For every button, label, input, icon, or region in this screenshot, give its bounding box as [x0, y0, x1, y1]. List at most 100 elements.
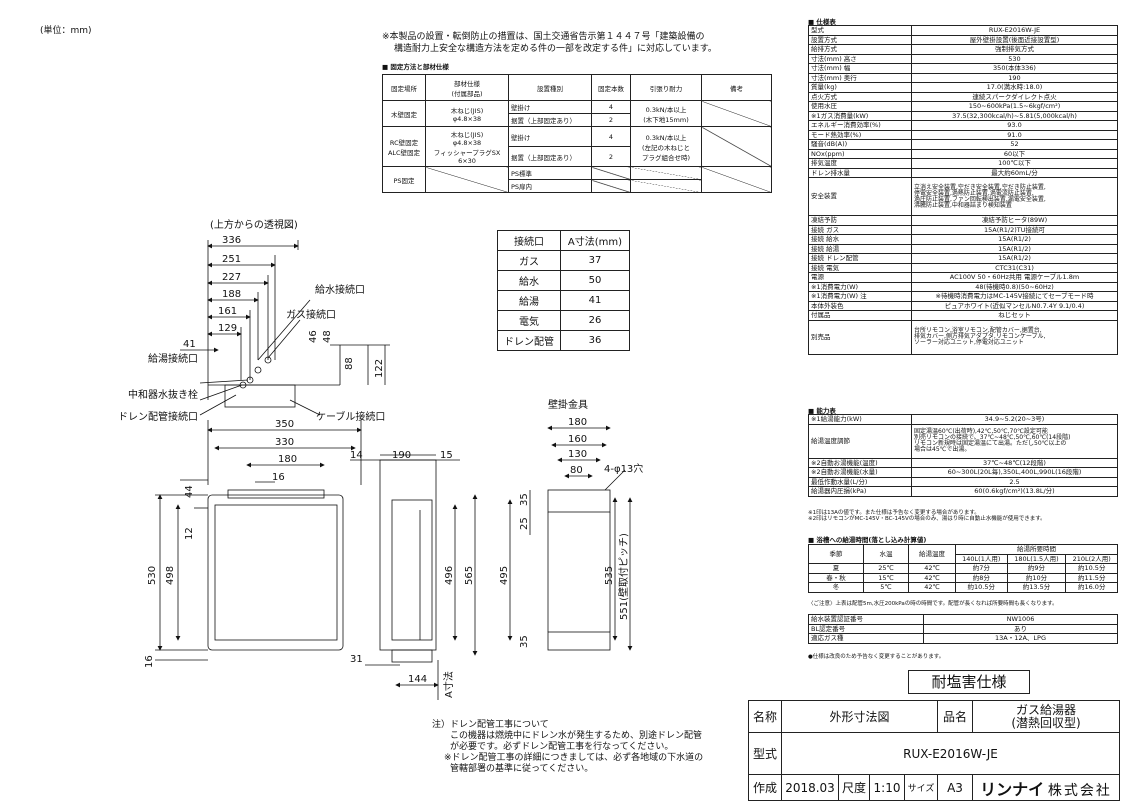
spec-value: CTC31(C31): [911, 262, 1118, 273]
dim-label: 188: [222, 289, 241, 300]
fixing-blank: [701, 126, 772, 167]
dim-label: A寸法: [442, 671, 455, 698]
dim-label: 48: [322, 330, 333, 343]
dim-label: 535: [604, 566, 615, 585]
fixing-header: 備考: [701, 74, 772, 101]
bath-cell: 約10.5分: [955, 582, 1008, 593]
spec-value: 350(本体336): [911, 63, 1118, 74]
dim-label: 88: [344, 357, 355, 370]
cert-value: NW1006: [923, 614, 1118, 625]
unit-label: (単位：mm): [40, 26, 92, 36]
fixing-parts: 木ねじ(JIS) φ4.8×38: [425, 100, 509, 127]
fixing-blank: [701, 166, 772, 193]
cap-value: 固定湯温60℃(出荷時),42℃,50℃,70℃設定可能 別売リモコンの接続で、…: [911, 423, 1118, 459]
spec-label: 給排方式: [808, 44, 912, 55]
dim-label: 15: [440, 450, 453, 461]
tb-product-label: 品名: [937, 700, 973, 733]
spec-value: ※待機時消費電力はMC-145V接続にてセーブモード時: [911, 291, 1118, 302]
bath-subheader: 140L(1人用): [955, 553, 1008, 564]
dim-label: 336: [222, 235, 241, 246]
spec-value: 48(待機時0.8)(50~60Hz): [911, 281, 1118, 292]
spec-value: 530: [911, 53, 1118, 64]
cap-label: 給湯器内圧損(kPa): [808, 486, 912, 497]
tb-model-value: RUX-E2016W-JE: [781, 732, 1120, 775]
cap-label: ※2自動お湯機能(温度): [808, 457, 912, 468]
bracket-title: 壁掛金具: [548, 398, 588, 411]
bath-cell: 約11.5分: [1065, 572, 1118, 583]
spec-label: ※1ガス消費量(kW): [808, 110, 912, 121]
spec-value: 15A(R1/2): [911, 253, 1118, 264]
spec-value: 屋外壁掛設置(後面近接設置型): [911, 34, 1118, 45]
cap-value: 60~300L(20L毎),350L,400L,990L(16段階): [911, 467, 1118, 478]
bath-cell: 夏: [808, 563, 864, 574]
dim-label: 144: [408, 674, 427, 685]
fixing-blank: [701, 100, 772, 127]
bath-header: 水温: [863, 544, 909, 564]
bath-table: 季節 水温 給湯温度 給湯所要時間 140L(1人用) 180L(1.5人用) …: [808, 544, 1118, 593]
spec-label: 使用水圧: [808, 101, 912, 112]
capacity-note: ※2印はリモコンがMC-145V・BC-145Vの場合のみ、湯はり時に自動止水機…: [808, 516, 1046, 523]
fixing-blank: [630, 179, 702, 193]
notice-text: ※本製品の設置・転倒防止の措置は、国土交通省告示第１４４７号「建築設備の 構造耐…: [382, 31, 717, 55]
dim-label: 129: [218, 323, 237, 334]
bath-subheader: 180L(1.5人用): [1006, 553, 1067, 564]
cap-label: 最低作動水量(L/分): [808, 476, 912, 487]
bath-cell: 42℃: [908, 572, 956, 583]
spec-value: 93.0: [911, 120, 1118, 131]
spec-title: ■ 仕様表: [808, 18, 836, 26]
dim-label: 16: [272, 472, 285, 483]
callout-hot-out: 給湯接続口: [148, 352, 198, 365]
cert-value: 13A・12A、LPG: [923, 633, 1118, 644]
fixing-blank: [591, 179, 631, 193]
bath-cell: 25℃: [863, 563, 909, 574]
spec-value: 52: [911, 139, 1118, 150]
dim-label: 35: [519, 493, 530, 506]
tb-company: リンナイ 株式会社: [972, 774, 1120, 801]
capacity-table: ※1給湯能力(kW)34.9~5.2(20~3号) 給湯温度調節固定湯温60℃(…: [808, 414, 1118, 497]
bath-note: 〈ご注意〉上表は配管5m,水圧200kPaの時の時間です。配管が長くなれば所要時…: [808, 601, 1058, 607]
title-block: 名称 外形寸法図 品名 ガス給湯器 (潜熱回収型) 型式 RUX-E2016W-…: [748, 700, 1120, 801]
callout-cable: ケーブル接続口: [316, 410, 385, 423]
spec-value: 100℃以下: [911, 158, 1118, 169]
bath-cell: 約10分: [1006, 572, 1067, 583]
bath-cell: 約9分: [1006, 563, 1067, 574]
bath-cell: 約7分: [955, 563, 1008, 574]
cap-label: 給湯温度調節: [808, 423, 912, 459]
cap-value: 34.9~5.2(20~3号): [911, 414, 1118, 425]
capacity-note: ※1印は13Aの値です。また仕様は予告なく変更する場合があります。: [808, 510, 980, 516]
spec-value: 150~600kPa(1.5~6kgf/cm²): [911, 101, 1118, 112]
spec-label: 電源: [808, 272, 912, 283]
salt-spec-label: 耐塩害仕様: [908, 670, 1030, 694]
dim-label: 227: [222, 272, 241, 283]
dim-label: 498: [165, 566, 176, 585]
tb-date: 2018.03: [781, 774, 839, 801]
dim-label: 44: [184, 485, 195, 498]
fixing-strength: 0.3kN/本以上 (左記の木ねじと プラグ組合せ時): [630, 126, 702, 167]
spec-label: 接続 ガス: [808, 224, 912, 235]
dim-label: 180: [568, 417, 587, 428]
footnote-line: この機器は燃焼中にドレン水が発生するため、別途ドレン配管: [450, 731, 703, 741]
bath-cell: 約8分: [955, 572, 1008, 583]
fixing-table: 固定場所 部材仕様 (付属部品) 設置種別 固定本数 引張り耐力 備考 木壁固定…: [382, 74, 772, 193]
spec-value: ピュアホワイト(近似マンセルN0.7.4Y 9.1/0.4): [911, 300, 1118, 311]
dim-label: 4-φ13穴: [604, 462, 643, 475]
company-suffix: 株式会社: [1047, 782, 1112, 799]
dim-label: 330: [275, 437, 294, 448]
capacity-notes: ※1印は13Aの値です。また仕様は予告なく変更する場合があります。 ※2印はリモ…: [808, 510, 1046, 522]
fixing-place: PS固定: [382, 166, 426, 193]
spec-value: 15A(R1/2): [911, 243, 1118, 254]
spec-label: 接続 給湯: [808, 243, 912, 254]
tb-product-value: ガス給湯器 (潜熱回収型): [972, 700, 1120, 733]
top-view-title: (上方からの透視図): [210, 218, 298, 231]
spec-label: モード熱効率(%): [808, 129, 912, 140]
fixing-blank: [630, 166, 702, 180]
bath-cell: 5℃: [863, 582, 909, 593]
bath-cell: 約10.5分: [1065, 563, 1118, 574]
spec-label: 質量(kg): [808, 82, 912, 93]
bath-header: 季節: [808, 544, 864, 564]
conn-cell: 36: [560, 330, 630, 351]
cap-label: ※2自動お湯機能(水量): [808, 467, 912, 478]
spec-value: 15A(R1/2)TU接続可: [911, 224, 1118, 235]
spec-label: 寸法(mm) 高さ: [808, 53, 912, 64]
